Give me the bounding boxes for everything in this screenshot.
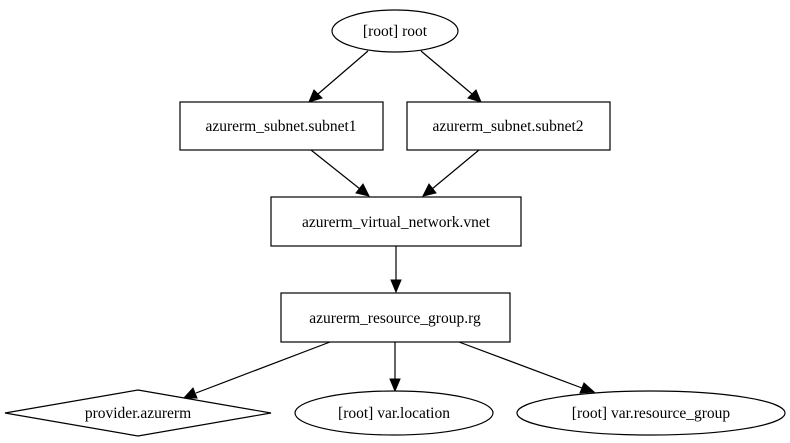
node-vnet-label: azurerm_virtual_network.vnet [302,214,491,231]
edge-root-to-subnet2 [420,50,482,103]
node-subnet2-label: azurerm_subnet.subnet2 [432,118,583,135]
edge-subnet1-to-vnet [310,149,370,197]
node-location-label: [root] var.location [338,405,450,422]
edges [182,50,596,399]
edge-vnet-to-rg [390,246,402,294]
node-subnet1: azurerm_subnet.subnet1 [179,101,384,151]
edge-root-to-subnet1 [308,50,369,103]
node-provider: provider.azurerm [4,389,272,437]
edge-rg-to-location [389,342,401,393]
node-resource-group: [root] var.resource_group [516,390,786,436]
node-resource-group-label: [root] var.resource_group [572,405,731,422]
edge-rg-to-resource-group [458,341,596,394]
node-provider-label: provider.azurerm [85,405,191,422]
node-vnet: azurerm_virtual_network.vnet [270,196,522,247]
edge-subnet2-to-vnet [422,149,480,197]
node-root-label: [root] root [363,23,428,40]
node-subnet2: azurerm_subnet.subnet2 [406,101,611,151]
edge-rg-to-provider [182,341,331,399]
node-subnet1-label: azurerm_subnet.subnet1 [205,118,356,135]
node-rg: azurerm_resource_group.rg [280,292,511,343]
node-location: [root] var.location [294,390,494,436]
node-root: [root] root [331,9,459,53]
node-rg-label: azurerm_resource_group.rg [309,310,481,327]
